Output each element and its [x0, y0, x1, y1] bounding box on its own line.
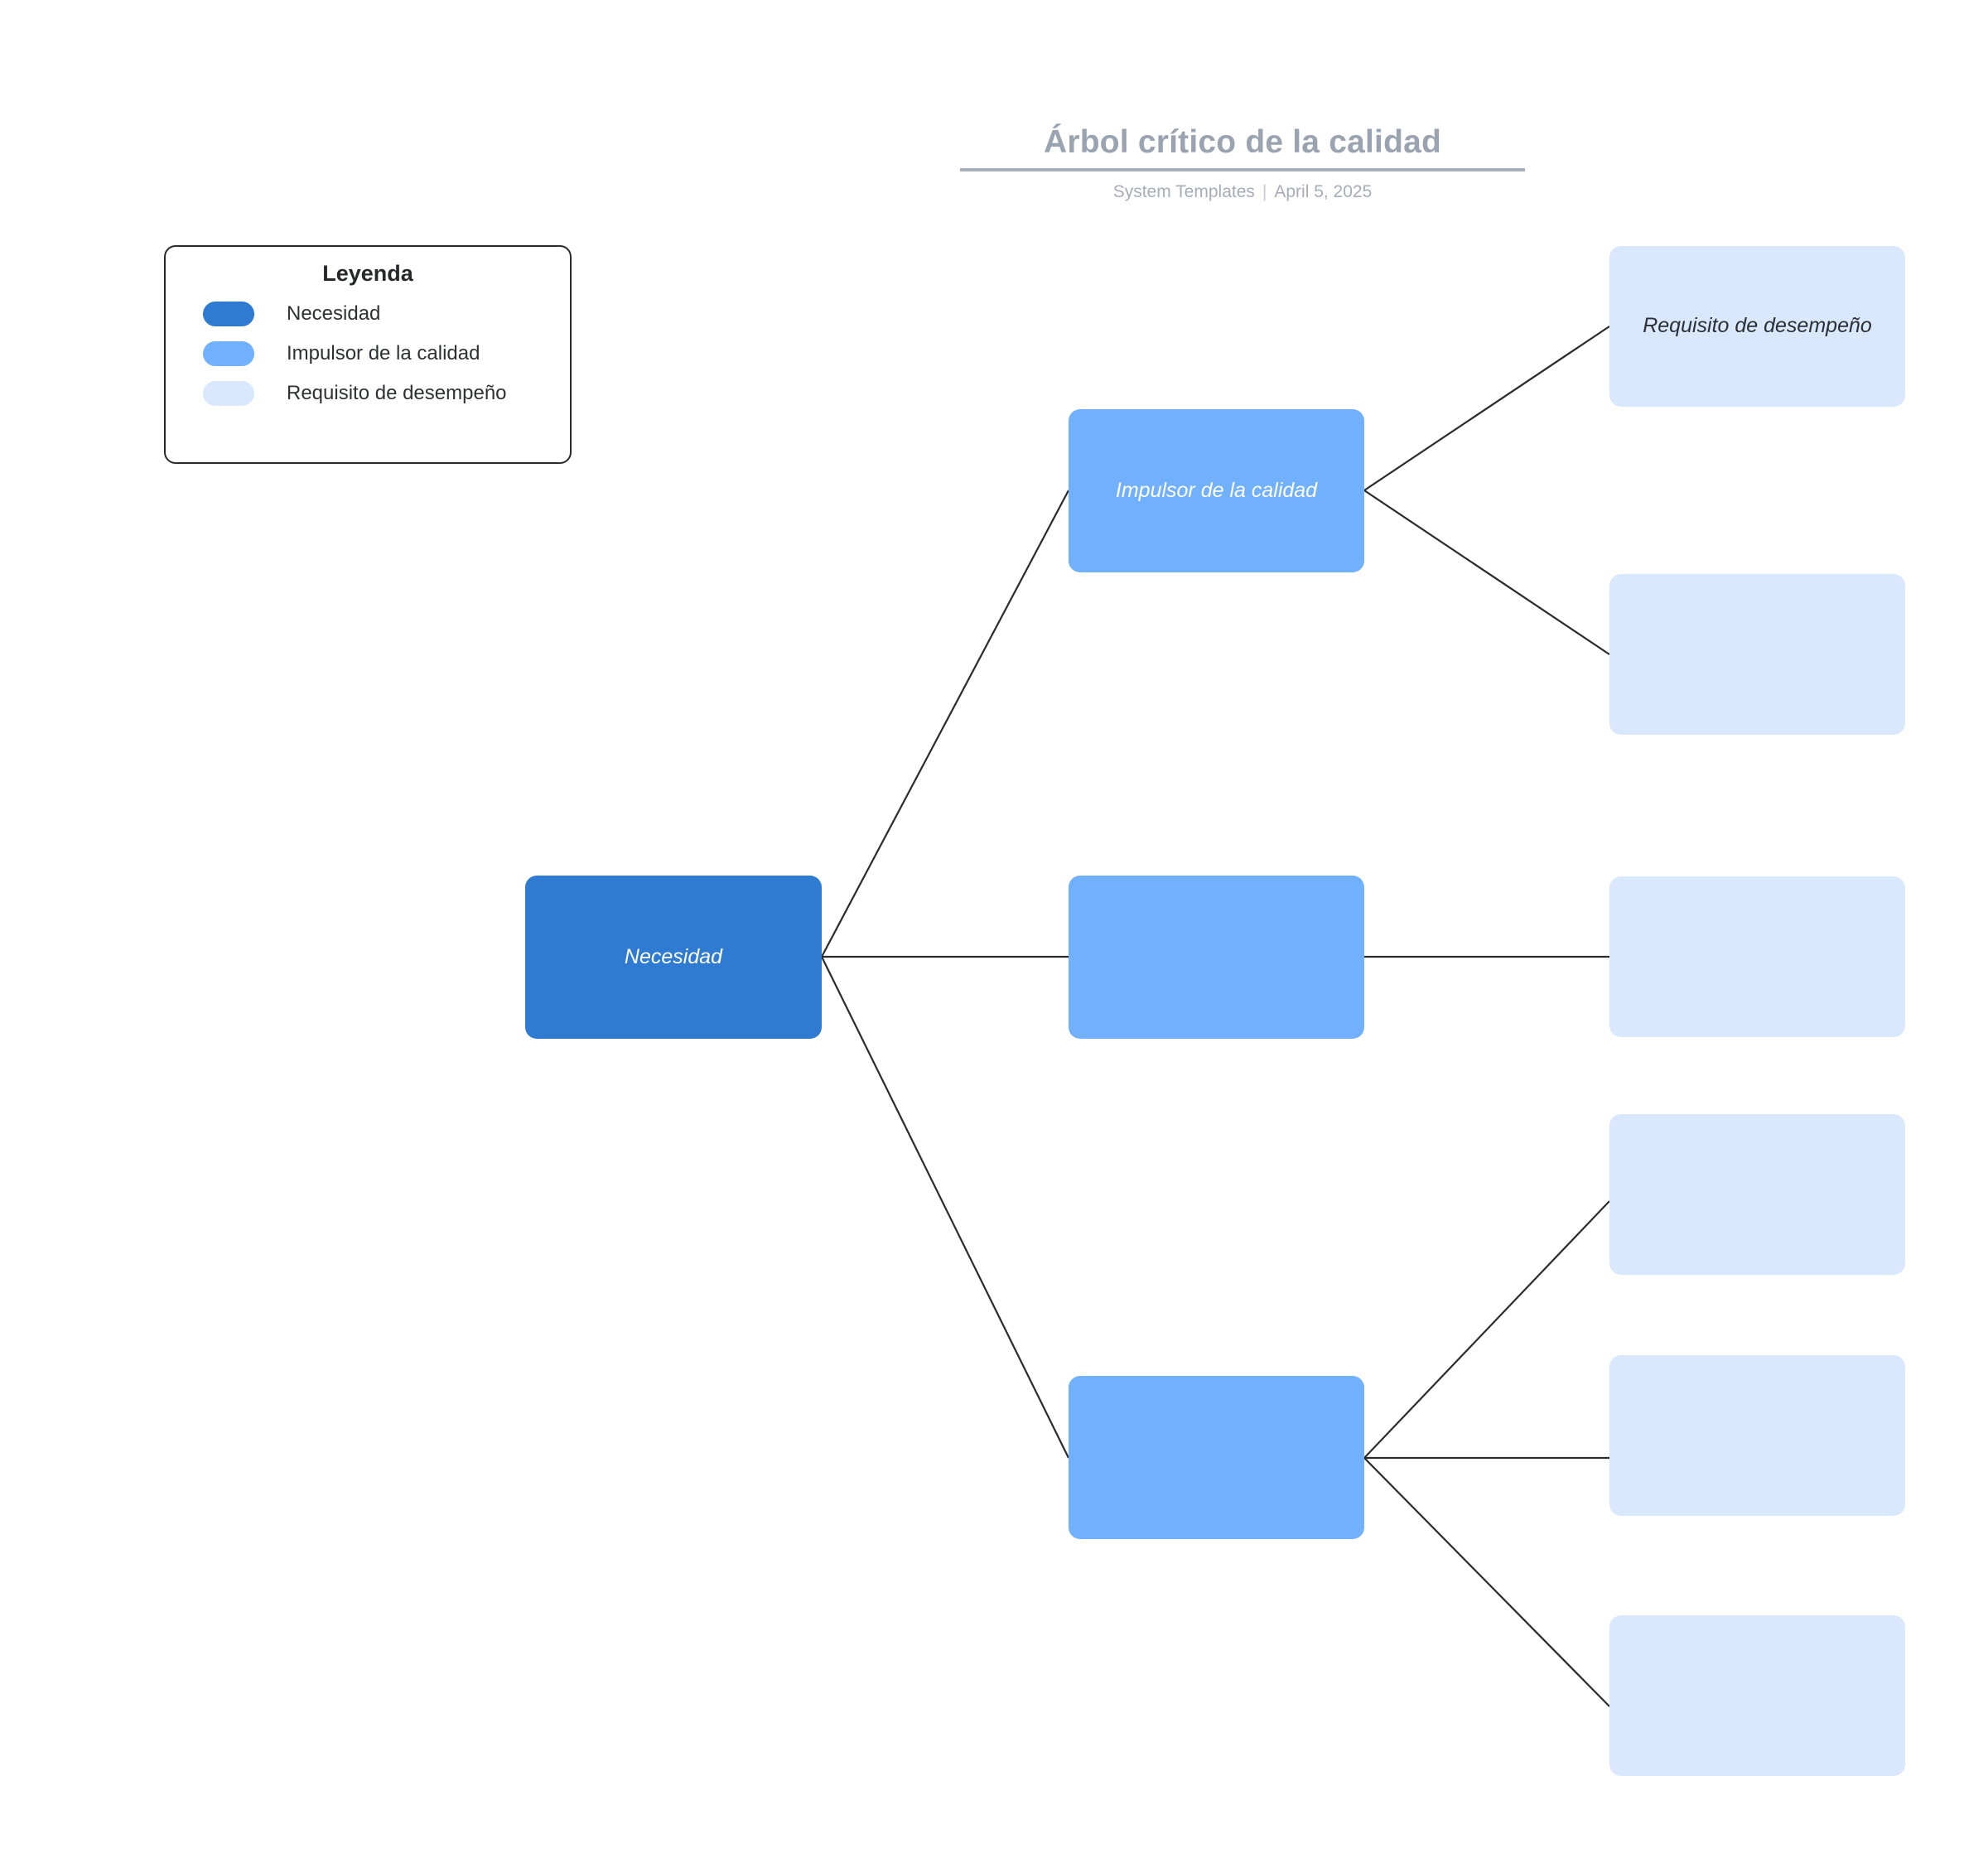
node-label: Requisito de desempeño [1643, 314, 1872, 338]
page-title: Árbol crítico de la calidad [1043, 124, 1442, 160]
legend-item-requisito: Requisito de desempeño [166, 381, 570, 406]
legend-label-necesidad: Necesidad [287, 302, 381, 325]
node-requisito-5[interactable] [1609, 1355, 1905, 1516]
subtitle-separator: | [1262, 181, 1267, 201]
node-requisito-2[interactable] [1609, 574, 1905, 735]
legend-swatch-necesidad [203, 302, 254, 326]
document-subtitle: System Templates | April 5, 2025 [953, 182, 1532, 202]
node-label: Necesidad [624, 944, 723, 968]
legend-item-necesidad: Necesidad [166, 302, 570, 326]
node-impulsor-3[interactable] [1069, 1376, 1364, 1539]
node-requisito-6[interactable] [1609, 1615, 1905, 1776]
edge-root-driver-3 [821, 956, 1069, 1459]
legend-label-requisito: Requisito de desempeño [287, 382, 507, 404]
node-requisito-3[interactable] [1609, 876, 1905, 1037]
edge-driver-1-req-2 [1363, 490, 1610, 655]
legend-swatch-requisito [203, 381, 254, 406]
node-necesidad-root[interactable]: Necesidad [525, 876, 822, 1039]
node-requisito-4[interactable] [1609, 1114, 1905, 1275]
document-author: System Templates [1112, 181, 1255, 201]
edge-driver-3-req-4 [1363, 1200, 1610, 1459]
node-impulsor-2[interactable] [1069, 876, 1364, 1039]
edge-root-driver-1 [821, 490, 1069, 958]
node-requisito-1[interactable]: Requisito de desempeño [1609, 246, 1905, 407]
node-impulsor-1[interactable]: Impulsor de la calidad [1069, 409, 1364, 572]
legend-title: Leyenda [322, 261, 413, 286]
edge-driver-1-req-1 [1363, 326, 1610, 491]
title-divider [960, 167, 1525, 171]
legend-item-impulsor: Impulsor de la calidad [166, 341, 570, 366]
document-date: April 5, 2025 [1274, 181, 1373, 201]
edge-driver-3-req-6 [1363, 1457, 1610, 1707]
node-label: Impulsor de la calidad [1115, 478, 1318, 502]
legend-panel: Leyenda Necesidad Impulsor de la calidad… [164, 245, 572, 464]
document-header: Árbol crítico de la calidad System Templ… [953, 124, 1532, 202]
legend-swatch-impulsor [203, 341, 254, 366]
legend-label-impulsor: Impulsor de la calidad [287, 342, 480, 364]
